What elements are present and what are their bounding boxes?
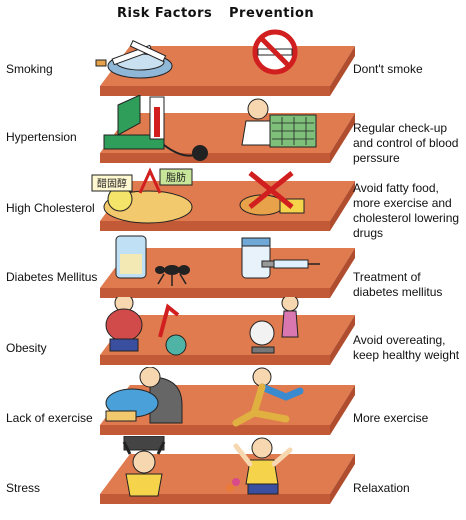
doctor-calendar-icon [241, 98, 317, 148]
row-factor: Hypertension [6, 130, 77, 144]
tier-slab [100, 235, 355, 298]
row-prevention: Avoid fatty food, more exercise and chol… [353, 181, 460, 240]
blood-pressure-meter-icon [103, 95, 208, 161]
row-prevention: More exercise [353, 411, 429, 425]
row-factor: Diabetes Mellitus [6, 270, 98, 284]
prevention-header: Prevention [229, 6, 315, 21]
sugar-ants-icon [115, 235, 190, 286]
row-prevention: Dont't smoke [353, 62, 423, 76]
person-on-scale-icon [249, 297, 299, 354]
tier-slab [100, 95, 355, 163]
cholesterol-sign-text: 醋固醇 [97, 177, 127, 190]
row-factor: Lack of exercise [6, 411, 93, 425]
relaxed-person-icon [226, 437, 293, 495]
person-stretching-icon [232, 367, 304, 427]
fatty-blob-icon: 醋固醇 脂肪 [91, 167, 193, 224]
tier-slab: 醋固醇 脂肪 [91, 167, 355, 231]
risk-factors-header: Risk Factors [117, 6, 213, 21]
rejected-food-icon [239, 171, 305, 216]
tier-slab [100, 436, 355, 504]
row-factor: Smoking [6, 62, 53, 76]
ashtray-cigarettes-icon [95, 40, 173, 79]
row-factor: Stress [6, 481, 41, 495]
row-prevention: Regular check-up and control of blood pe… [353, 121, 459, 165]
medicine-syringe-icon [241, 237, 320, 279]
row-prevention: Avoid overeating, keep healthy weight [353, 333, 460, 362]
row-factor: Obesity [6, 341, 47, 355]
no-smoking-icon [252, 29, 298, 75]
person-in-armchair-icon [105, 367, 183, 424]
tier-slab [100, 367, 355, 435]
row-factor: High Cholesterol [6, 201, 95, 215]
tier-slab [95, 29, 355, 96]
row-prevention: Relaxation [353, 481, 410, 495]
row-prevention: Treatment of diabetes mellitus [353, 270, 443, 299]
tier-slab [100, 297, 355, 365]
stressed-person-icon [122, 436, 166, 497]
overweight-person-icon [105, 297, 187, 356]
fat-sign-text: 脂肪 [166, 171, 186, 184]
